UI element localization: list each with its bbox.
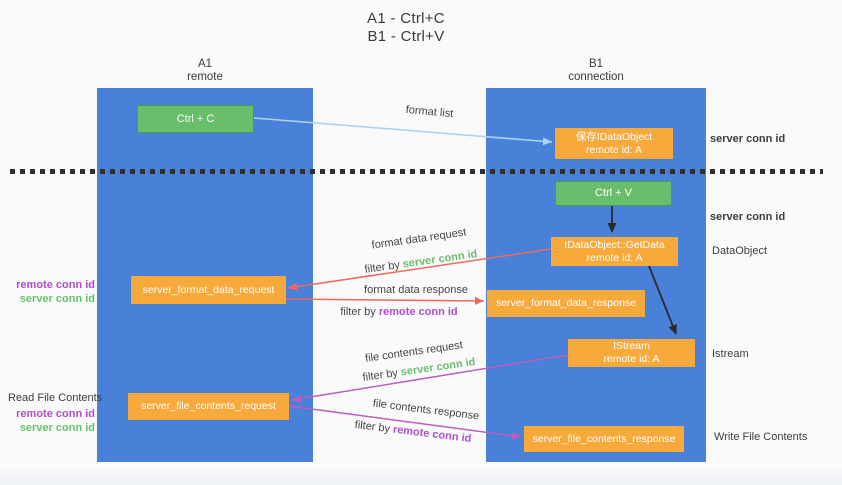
arrow-file-contents-request — [291, 354, 569, 403]
node-save-idataobject: 保存IDataObject remote id: A — [555, 128, 673, 159]
node-server-file-contents-response-label: server_file_contents_response — [532, 432, 676, 445]
title-line-1: A1 - Ctrl+C — [367, 10, 445, 27]
arrow-format-list — [253, 117, 553, 146]
node-save-idataobject-line2: remote id: A — [585, 143, 643, 156]
node-istream-line1: IStream — [613, 340, 650, 352]
node-getdata-line2: remote id: A — [586, 251, 643, 264]
node-getdata-line1: IDataObject::GetData — [564, 238, 665, 251]
annotation-conn-ids-format: remote conn id server conn id — [8, 278, 95, 306]
diagram-title: A1 - Ctrl+C B1 - Ctrl+V — [306, 10, 506, 46]
node-ctrl-c: Ctrl + C — [137, 105, 254, 133]
phase-separator-line — [10, 169, 823, 174]
title-line-2: B1 - Ctrl+V — [367, 28, 445, 45]
annotation-read-file-block: Read File Contents remote conn id server… — [8, 391, 103, 435]
lifeline-b1-name: B1 — [588, 58, 604, 70]
annotation-server-conn-id-1: server conn id — [19, 293, 95, 305]
node-getdata: IDataObject::GetData remote id: A — [551, 237, 678, 266]
filter-by-text: filter by — [340, 306, 376, 318]
label-format-data-response: format data response — [364, 284, 468, 296]
lifeline-b1-subtitle: connection — [568, 71, 624, 83]
node-istream: IStream remote id: A — [568, 339, 695, 367]
annotation-server-conn-id-top: server conn id — [710, 133, 786, 145]
arrow-getdata-to-istream — [648, 265, 677, 335]
node-server-format-data-response-label: server_format_data_response — [495, 297, 637, 309]
node-istream-line2: remote id: A — [603, 353, 660, 365]
node-server-file-contents-response: server_file_contents_response — [524, 426, 684, 452]
annotation-remote-conn-id-2: remote conn id — [16, 408, 95, 420]
lifeline-a1-name: A1 — [197, 58, 213, 70]
node-save-idataobject-line1: 保存IDataObject — [575, 130, 653, 143]
lifeline-a1-subtitle: remote — [187, 71, 223, 83]
lifeline-header-a1: A1 remote — [155, 58, 255, 84]
remote-conn-id-text: remote conn id — [378, 306, 458, 318]
arrow-format-data-request — [287, 248, 552, 291]
node-ctrl-c-label: Ctrl + C — [176, 112, 215, 125]
annotation-server-conn-id-2: server conn id — [19, 422, 95, 434]
node-server-format-data-response: server_format_data_response — [487, 290, 645, 317]
arrow-file-contents-response — [288, 405, 522, 440]
node-server-file-contents-request: server_file_contents_request — [128, 393, 289, 420]
node-ctrl-v: Ctrl + V — [555, 181, 672, 206]
node-server-file-contents-request-label: server_file_contents_request — [141, 400, 276, 412]
annotation-read-file-contents: Read File Contents — [8, 392, 103, 404]
arrow-format-data-response — [285, 296, 485, 305]
annotation-server-conn-id-mid: server conn id — [710, 211, 786, 223]
annotation-istream: Istream — [712, 348, 749, 360]
lifeline-header-b1: B1 connection — [546, 58, 646, 84]
node-server-format-data-request-label: server_format_data_request — [142, 283, 275, 296]
node-ctrl-v-label: Ctrl + V — [595, 187, 632, 199]
node-server-format-data-request: server_format_data_request — [131, 276, 286, 304]
annotation-dataobject: DataObject — [712, 245, 768, 257]
annotation-write-file-contents: Write File Contents — [714, 431, 808, 443]
annotation-remote-conn-id-1: remote conn id — [16, 279, 95, 291]
